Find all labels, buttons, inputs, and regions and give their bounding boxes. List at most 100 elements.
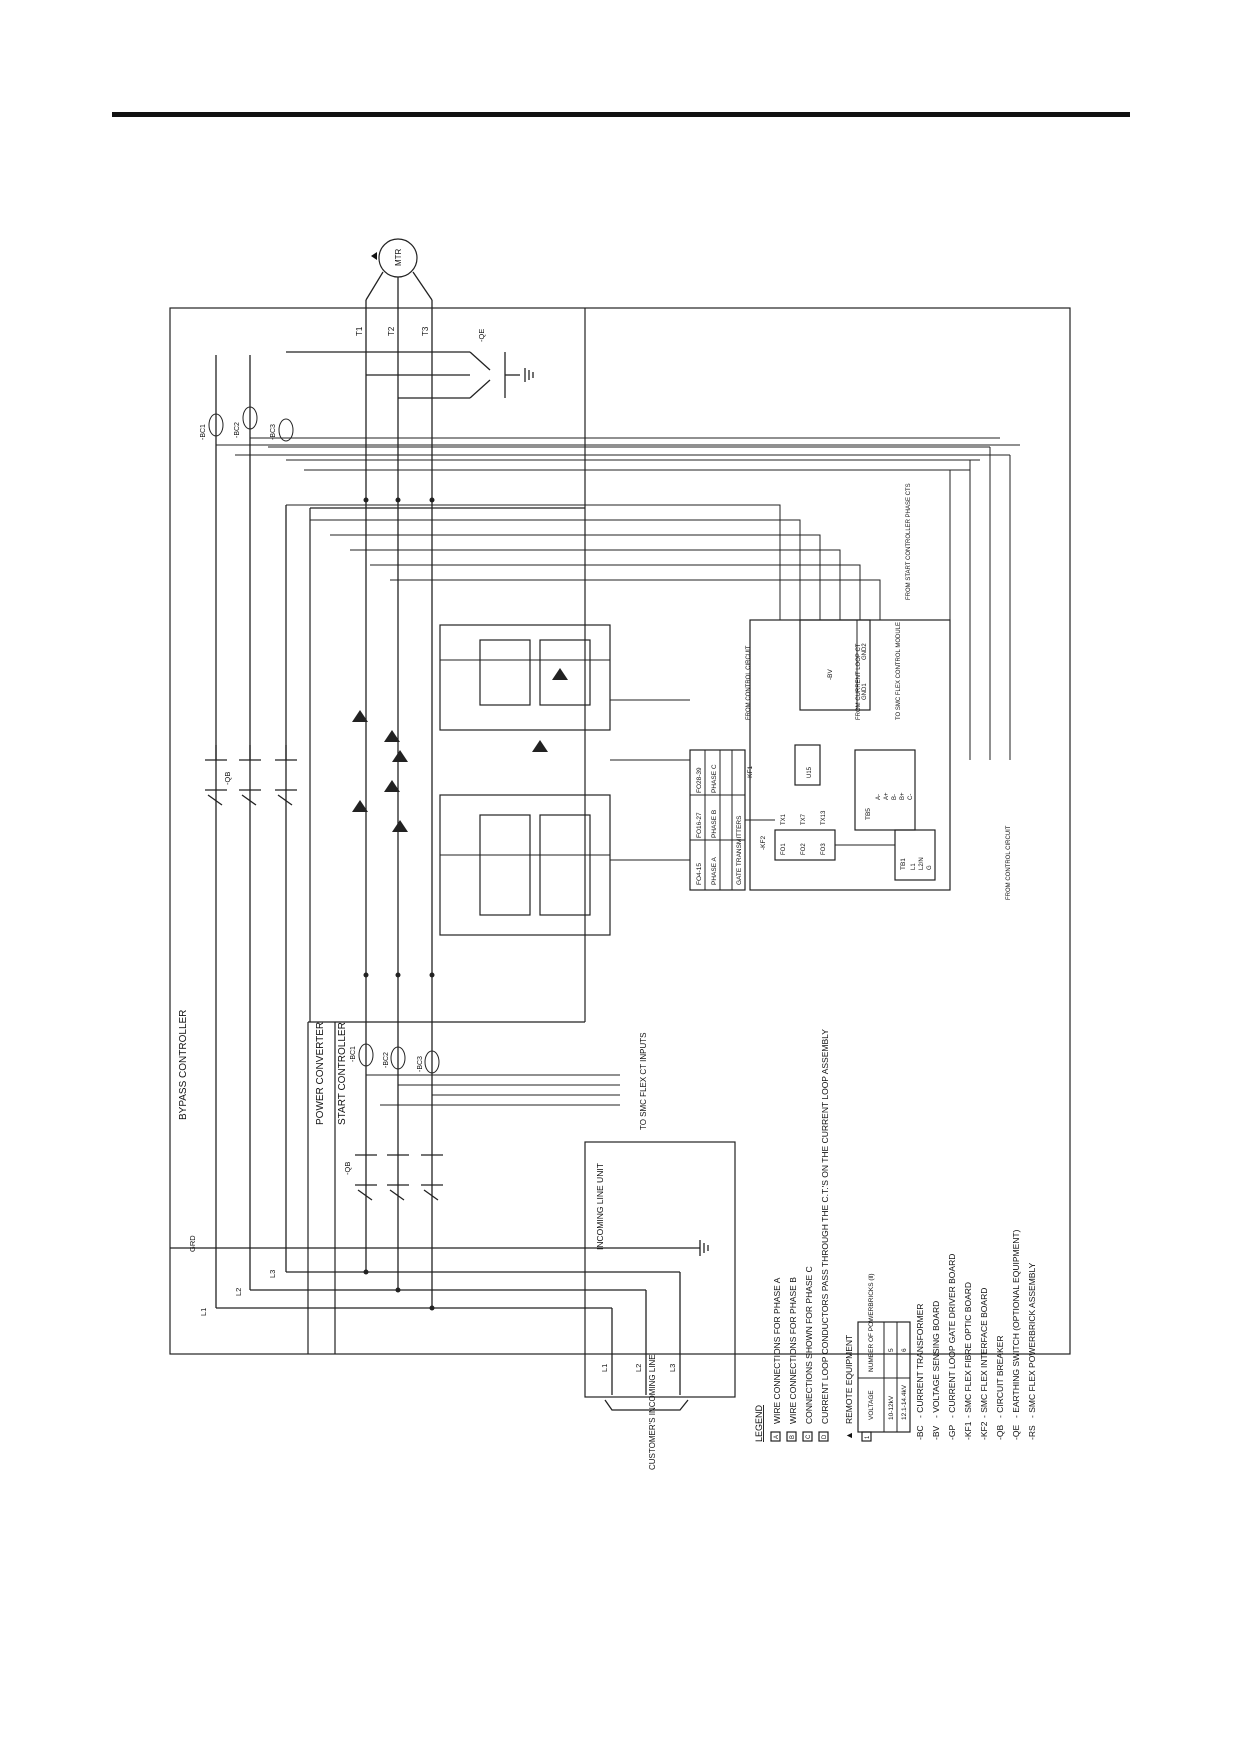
fo3-label: FO3 <box>821 843 827 855</box>
bypass-ct-3-label: -BC3 <box>270 424 277 440</box>
control-wiring <box>286 447 1011 861</box>
legend-item-c: CONNECTIONS SHOWN FOR PHASE C <box>804 1266 814 1424</box>
start-ct-3-label: -BC3 <box>417 1056 424 1072</box>
tb1-l1: L1 <box>911 863 917 870</box>
abbr-kf1-text: - SMC FLEX FIBRE OPTIC BOARD <box>963 1282 973 1418</box>
legend-sym-b: B <box>790 1435 796 1439</box>
header-rule <box>112 112 1130 117</box>
from-current-loop-label: FROM CURRENT LOOP CT <box>856 643 862 720</box>
tb1-label: TB1 <box>900 858 907 870</box>
bv-label: -BV <box>827 669 834 681</box>
legend-item-d: CURRENT LOOP CONDUCTORS PASS THROUGH THE… <box>820 1029 830 1424</box>
start-ct-1-label: -BC1 <box>350 1046 357 1062</box>
tx13-label: TX13 <box>821 810 827 825</box>
enclosures <box>169 307 1071 1398</box>
legend-sym-remote: ▲ <box>844 1431 854 1440</box>
l1-customer-label: L1 <box>600 1364 609 1372</box>
tx1-label: TX1 <box>781 813 787 825</box>
gnd2-label: GND2 <box>862 643 868 660</box>
legend: LEGEND A WIRE CONNECTIONS FOR PHASE A B … <box>754 1029 1037 1442</box>
to-smc-module-label: TO SMC FLEX CONTROL MODULE <box>896 622 902 720</box>
earth-icon <box>524 368 534 382</box>
fo-c-label: FO28-39 <box>696 767 703 793</box>
thyristor-icons <box>352 668 568 832</box>
table-row1-voltage: 10-12kV <box>888 1395 895 1420</box>
bypass-cts: -BC1 -BC2 -BC3 <box>200 406 1020 471</box>
motor-leads <box>365 271 433 301</box>
tb1-g: G <box>927 865 933 870</box>
abbr-kf2-text: - SMC FLEX INTERFACE BOARD <box>979 1288 989 1418</box>
abbr-gp-text: - CURRENT LOOP GATE DRIVER BOARD <box>947 1254 957 1418</box>
tb5-c-minus: C- <box>908 794 914 800</box>
legend-title: LEGEND <box>754 1404 764 1442</box>
abbr-rs-text: - SMC FLEX POWERBRICK ASSEMBLY <box>1027 1262 1037 1418</box>
from-control-circuit-2-label: FROM CONTROL CIRCUIT <box>1006 825 1012 900</box>
tb5-b-plus: B+ <box>900 792 906 800</box>
tb1-l2n: L2/N <box>919 857 925 870</box>
start-controller-label: START CONTROLLER <box>337 1022 348 1125</box>
fo-b-label: FO16-27 <box>696 812 703 838</box>
legend-item-b: WIRE CONNECTIONS FOR PHASE B <box>788 1277 798 1424</box>
t2-label: T2 <box>387 326 396 336</box>
table-row2-count: 6 <box>901 1348 908 1352</box>
phase-b-label: PHASE B <box>711 810 718 838</box>
table-row2-voltage: 12.1-14.4kV <box>901 1384 908 1420</box>
abbr-bc-text: - CURRENT TRANSFORMER <box>915 1304 925 1418</box>
t1-label: T1 <box>355 326 364 336</box>
abbr-kf1-code: -KF1 <box>963 1421 973 1440</box>
customer-incoming-line-label: CUSTOMER'S INCOMING LINE <box>648 1354 657 1470</box>
gate-transmitters-title: GATE TRANSMITTERS <box>736 815 743 885</box>
bypass-ct-2-label: -BC2 <box>234 422 241 438</box>
l2-label: L2 <box>234 1288 243 1296</box>
legend-sym-a: A <box>774 1435 780 1439</box>
abbr-bv-text: - VOLTAGE SENSING BOARD <box>931 1301 941 1418</box>
table-voltage-header: VOLTAGE <box>868 1390 875 1420</box>
phase-conductors <box>215 300 433 1308</box>
fo-a-label: FO4-15 <box>696 863 703 885</box>
table-row1-count: 5 <box>888 1348 895 1352</box>
l3-customer-label: L3 <box>668 1364 677 1372</box>
abbr-bv-code: -BV <box>931 1426 941 1441</box>
tb5-a-minus: A- <box>876 794 882 800</box>
bypass-controller-label: BYPASS CONTROLLER <box>178 1010 189 1120</box>
incoming-line-unit-label: INCOMING LINE UNIT <box>595 1163 605 1250</box>
bypass-breaker <box>205 745 297 806</box>
legend-sym-d: D <box>822 1434 828 1439</box>
l2-customer-label: L2 <box>634 1364 643 1372</box>
fo1-label: FO1 <box>781 843 787 855</box>
motor-label: MTR <box>394 248 403 266</box>
output-terminal-labels: T1 T2 T3 <box>355 326 430 336</box>
kf2-label: -KF2 <box>760 836 767 850</box>
abbr-gp-code: -GP <box>947 1425 957 1440</box>
bypass-qb-label: -QB <box>223 772 232 785</box>
phase-a-label: PHASE A <box>711 857 718 885</box>
abbreviation-list: -BC - CURRENT TRANSFORMER -BV - VOLTAGE … <box>915 1229 1037 1440</box>
incoming-line-labels: GRD L1 L2 L3 L1 L2 L3 <box>188 1235 677 1372</box>
bv-board: -BV GND1 GND2 <box>799 619 871 711</box>
junction-dots <box>363 497 435 1311</box>
powerbrick-assembly-1 <box>439 624 611 731</box>
bypass-ct-1-label: -BC1 <box>200 424 207 440</box>
to-smc-ct-inputs-label: TO SMC FLEX CT INPUTS <box>639 1033 648 1131</box>
gate-transmitters-block: GATE TRANSMITTERS PHASE A PHASE B PHASE … <box>689 749 754 891</box>
abbr-qb-code: -QB <box>995 1425 1005 1440</box>
bypass-controller-enclosure <box>169 307 1071 1355</box>
abbr-rs-code: -RS <box>1027 1425 1037 1440</box>
incoming-lines <box>170 1247 700 1395</box>
earthing-switch: -QE <box>286 329 534 399</box>
legend-note-num: 1 <box>865 1435 871 1439</box>
abbr-bc-code: -BC <box>915 1425 925 1440</box>
tb5-b-minus: B- <box>892 794 898 800</box>
ground-icon <box>699 1240 709 1256</box>
gnd1-label: GND1 <box>862 683 868 700</box>
table-powerbricks-header: NUMBER OF POWERBRICKS (ll) <box>868 1273 875 1372</box>
tb5-block: TB5 A- A+ B- B+ C- <box>854 749 916 831</box>
fo2-label: FO2 <box>801 843 807 855</box>
grd-label: GRD <box>188 1235 197 1252</box>
powerbrick-assembly-2 <box>439 794 611 936</box>
customer-line-brace <box>604 1399 689 1411</box>
remote-equipment-marker <box>371 252 377 260</box>
l3-label: L3 <box>268 1270 277 1278</box>
powerbrick-table: VOLTAGE NUMBER OF POWERBRICKS (ll) 10-12… <box>857 1273 911 1433</box>
